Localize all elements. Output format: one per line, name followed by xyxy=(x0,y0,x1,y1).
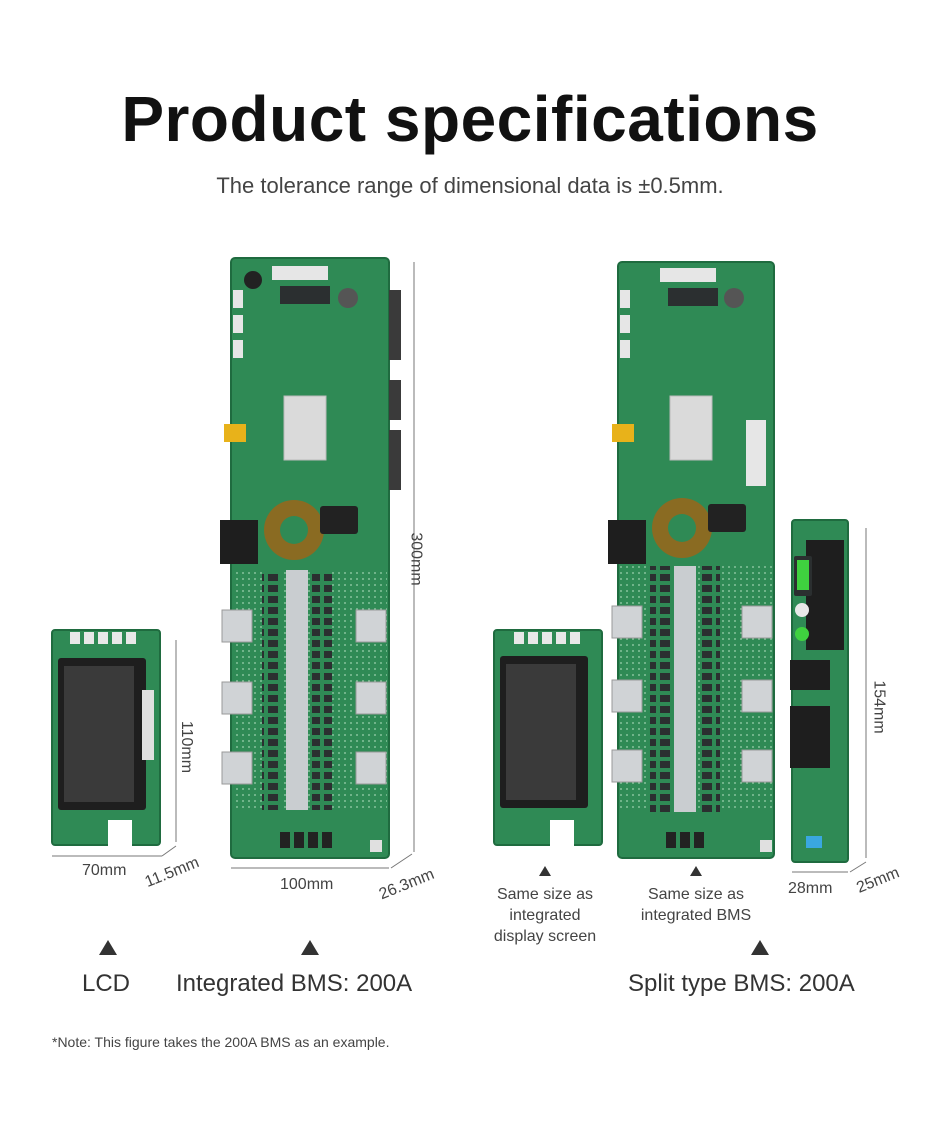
split-comm-board xyxy=(790,519,849,863)
lcd-height-dimension: 110mm xyxy=(178,720,196,774)
bms-caption: Same size as integrated BMS xyxy=(620,884,772,926)
display-caption: Same size as integrated display screen xyxy=(470,884,620,947)
lcd-dimension-lines xyxy=(52,640,177,857)
split-bms-board xyxy=(608,261,775,859)
lcd-arrow xyxy=(99,940,117,955)
display-caption-arrow xyxy=(539,866,551,876)
page-subtitle: The tolerance range of dimensional data … xyxy=(216,173,724,198)
integrated-label: Integrated BMS: 200A xyxy=(176,970,413,997)
page-title: Product specifications xyxy=(121,83,819,155)
bms-caption-arrow xyxy=(690,866,702,876)
split-dimension-lines xyxy=(792,528,867,873)
integrated-dimension-lines xyxy=(231,262,415,869)
integrated-arrow xyxy=(301,940,319,955)
split-display-board xyxy=(493,629,603,848)
split-arrow xyxy=(751,940,769,955)
footer-note: *Note: This figure takes the 200A BMS as… xyxy=(52,1034,390,1050)
display-caption-line3: display screen xyxy=(493,928,597,945)
lcd-width-dimension: 70mm xyxy=(82,862,127,879)
display-caption-line1: Same size as xyxy=(496,886,594,903)
split-height-dimension: 154mm xyxy=(870,680,888,734)
lcd-label: LCD xyxy=(82,970,131,997)
integrated-width-dimension: 100mm xyxy=(280,876,334,893)
bms-caption-line2: integrated BMS xyxy=(640,907,752,924)
split-label: Split type BMS: 200A xyxy=(628,970,855,997)
bms-caption-line1: Same size as xyxy=(647,886,745,903)
lcd-board xyxy=(51,629,161,848)
display-caption-line2: integrated xyxy=(509,907,581,924)
integrated-bms-board xyxy=(220,257,401,859)
split-width-dimension: 28mm xyxy=(788,880,833,897)
integrated-height-dimension: 300mm xyxy=(407,532,425,586)
